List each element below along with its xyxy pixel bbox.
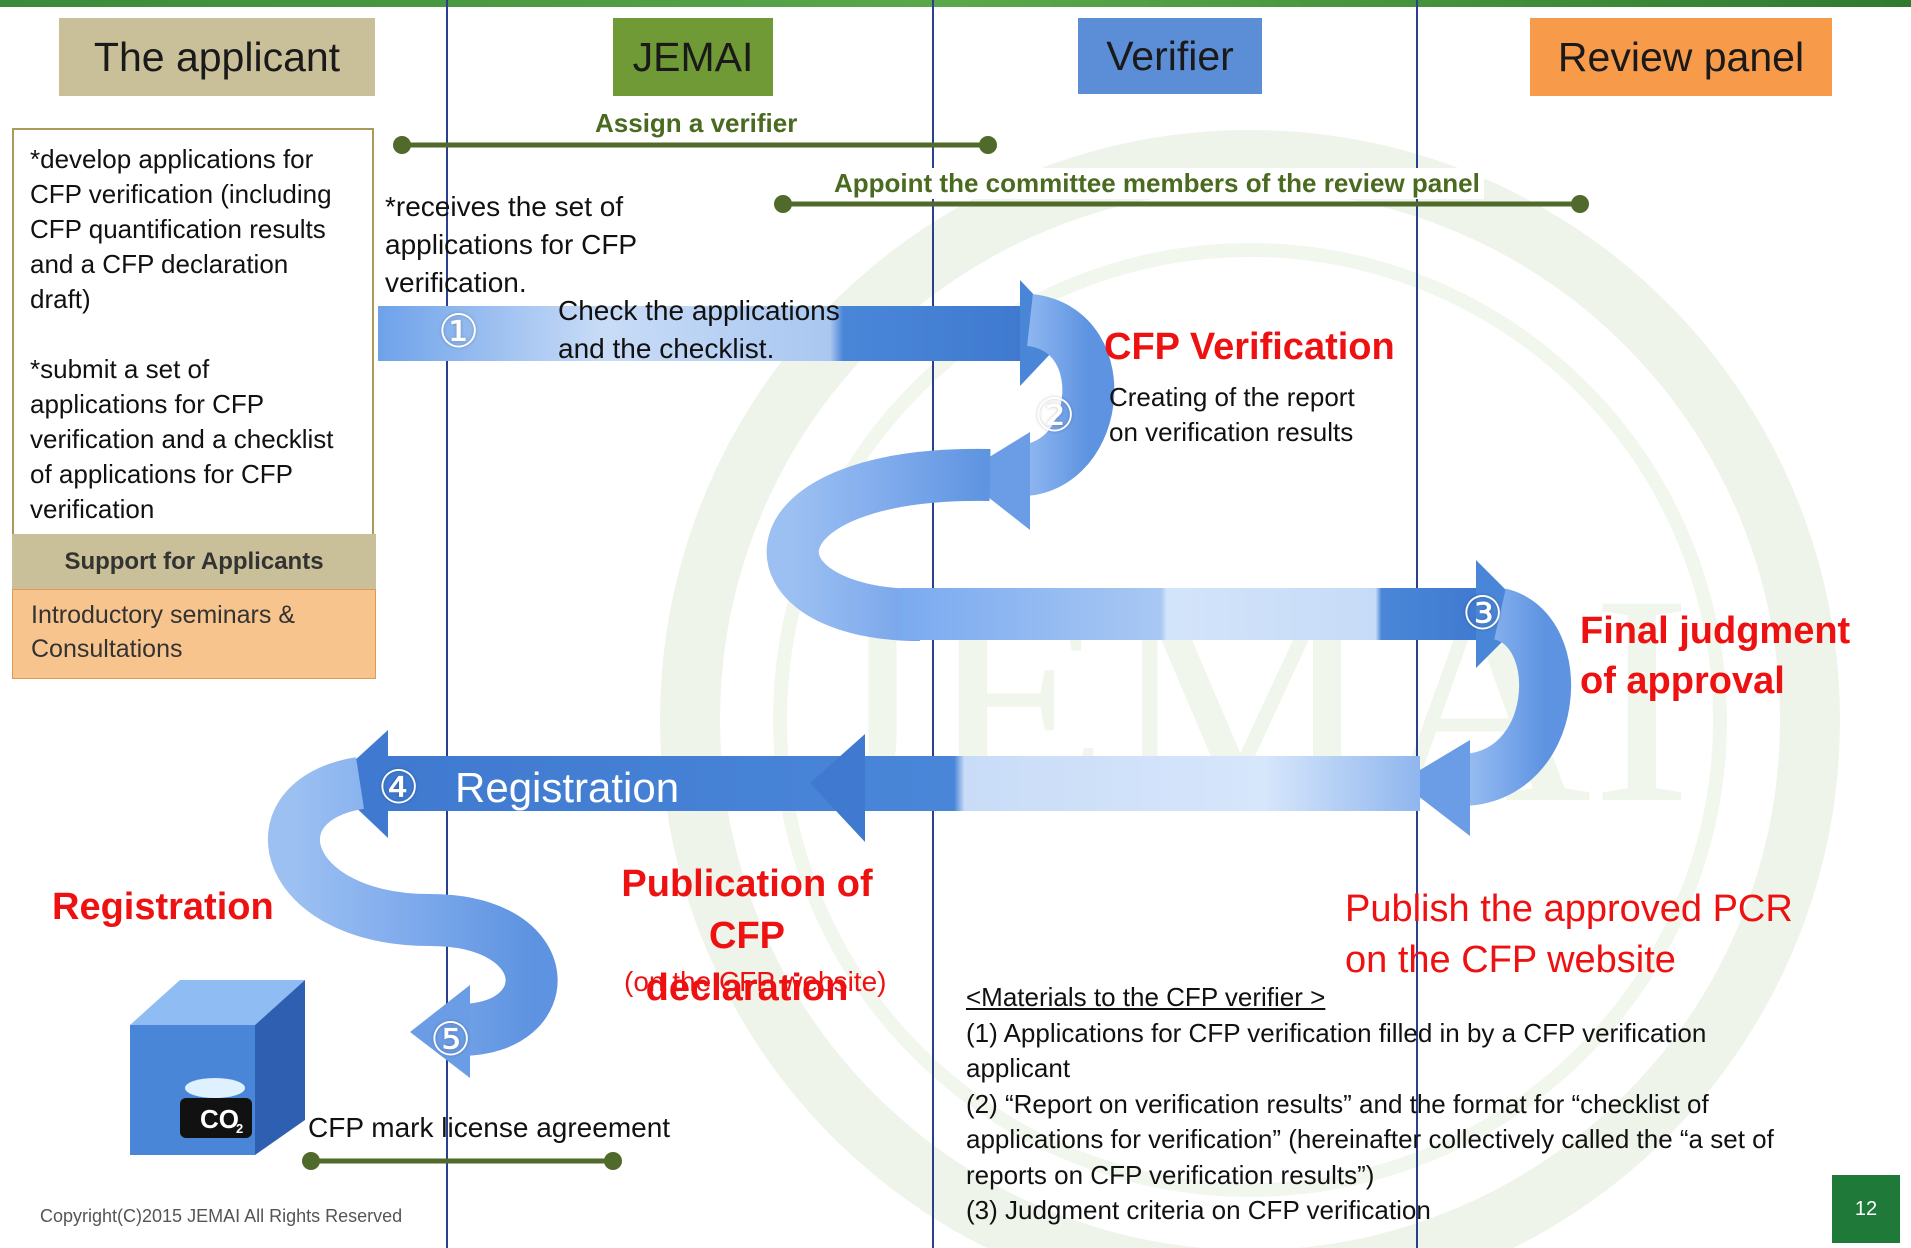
support-line: Introductory seminars & [31, 601, 295, 629]
top-accent-bar [0, 0, 1911, 7]
connector-license [302, 1152, 622, 1170]
materials-list: <Materials to the CFP verifier > (1) App… [966, 980, 1774, 1229]
applicant-line: *develop applications for [30, 144, 314, 174]
final-judgment-line: of approval [1580, 660, 1785, 702]
applicant-line: applications for CFP [30, 389, 265, 419]
svg-text:2: 2 [236, 1121, 243, 1136]
step-3-marker: ③ [1462, 587, 1504, 639]
svg-text:CO: CO [200, 1104, 239, 1134]
step-5-marker: ⑤ [430, 1013, 472, 1065]
step-1-text: Check the applications and the checklist… [558, 292, 840, 368]
step-1-marker: ① [438, 305, 480, 357]
materials-line: applicant [966, 1053, 1071, 1083]
connector-appoint [774, 195, 1589, 213]
co2-cube-icon: CO 2 [130, 980, 305, 1155]
materials-line: (1) Applications for CFP verification fi… [966, 1017, 1707, 1048]
lane-header-applicant-label: The applicant [93, 33, 341, 80]
step-1-text-line: Check the applications [558, 295, 840, 326]
jemai-note-line: *receives the set of [385, 191, 624, 222]
lane-header-applicant: The applicant [59, 18, 375, 96]
cfp-verification-sub: Creating of the report on verification r… [1109, 380, 1355, 450]
arrow-step-3-curve [766, 448, 991, 641]
arrow-step-3 [900, 560, 1530, 668]
applicant-line: and a CFP declaration [30, 249, 289, 279]
copyright-text: Copyright(C)2015 JEMAI All Rights Reserv… [40, 1206, 403, 1226]
publication-line: CFP declaration [645, 915, 849, 1009]
publish-pcr-line: Publish the approved PCR [1345, 888, 1793, 930]
applicant-box: *develop applications for CFP verificati… [12, 128, 374, 534]
arrow-step-4-curve [1400, 588, 1572, 836]
page-number: 12 [1832, 1175, 1900, 1243]
applicant-line: CFP quantification results [30, 214, 326, 244]
publication-line: Publication of [621, 863, 873, 905]
publication-title: Publication of CFP declaration [612, 858, 882, 1014]
connector-assign [393, 136, 997, 154]
lane-header-jemai: JEMAI [613, 18, 773, 96]
license-agreement-label: CFP mark license agreement [308, 1112, 671, 1143]
cfp-verification-sub-line: on verification results [1109, 417, 1354, 447]
materials-line: (3) Judgment criteria on CFP verificatio… [966, 1195, 1431, 1225]
applicant-line: draft) [30, 284, 91, 314]
applicant-line: *submit a set of [30, 354, 210, 384]
materials-line: reports on CFP verification results”) [966, 1159, 1375, 1190]
jemai-note-line: applications for CFP [385, 229, 638, 260]
arrow-step-2-curve [960, 294, 1115, 530]
lane-header-verifier: Verifier [1078, 18, 1262, 94]
publication-sub: (on the CFP website) [624, 966, 887, 997]
cfp-verification-sub-line: Creating of the report [1109, 382, 1355, 412]
step-4-marker: ④ [378, 761, 420, 813]
step-2-marker: ② [1034, 389, 1076, 441]
lane-divider-1 [446, 0, 448, 1248]
assign-verifier-label: Assign a verifier [595, 108, 798, 138]
lane-header-review-panel: Review panel [1530, 18, 1832, 96]
publish-pcr-line: on the CFP website [1345, 939, 1676, 981]
materials-line: applications for verification” (hereinaf… [966, 1124, 1774, 1154]
jemai-note-line: verification. [385, 267, 527, 298]
applicant-line: CFP verification (including [30, 179, 332, 209]
publish-pcr-text: Publish the approved PCR on the CFP webs… [1345, 884, 1793, 986]
lane-header-verifier-label: Verifier [1106, 32, 1234, 79]
jemai-receives-note: *receives the set of applications for CF… [385, 188, 637, 302]
step-1-text-line: and the checklist. [558, 333, 775, 364]
applicant-line: of applications for CFP [30, 459, 294, 489]
final-judgment-line: Final judgment [1580, 610, 1851, 652]
registration-title: Registration [52, 886, 274, 928]
final-judgment-title: Final judgment of approval [1580, 606, 1850, 706]
cfp-verification-title: CFP Verification [1104, 326, 1395, 368]
support-line: Consultations [31, 635, 183, 663]
lane-header-jemai-label: JEMAI [632, 33, 754, 80]
appoint-committee-label: Appoint the committee members of the rev… [830, 168, 1484, 199]
materials-title: <Materials to the CFP verifier > [966, 982, 1326, 1012]
support-header: Support for Applicants [12, 534, 376, 589]
applicant-line: verification [30, 494, 155, 524]
step-4-label: Registration [455, 764, 680, 811]
lane-header-review-panel-label: Review panel [1557, 33, 1805, 80]
support-body: Introductory seminars & Consultations [12, 589, 376, 679]
arrow-step-5-curve [268, 757, 558, 1078]
applicant-line: verification and a checklist [30, 424, 334, 454]
materials-line: (2) “Report on verification results” and… [966, 1088, 1709, 1119]
